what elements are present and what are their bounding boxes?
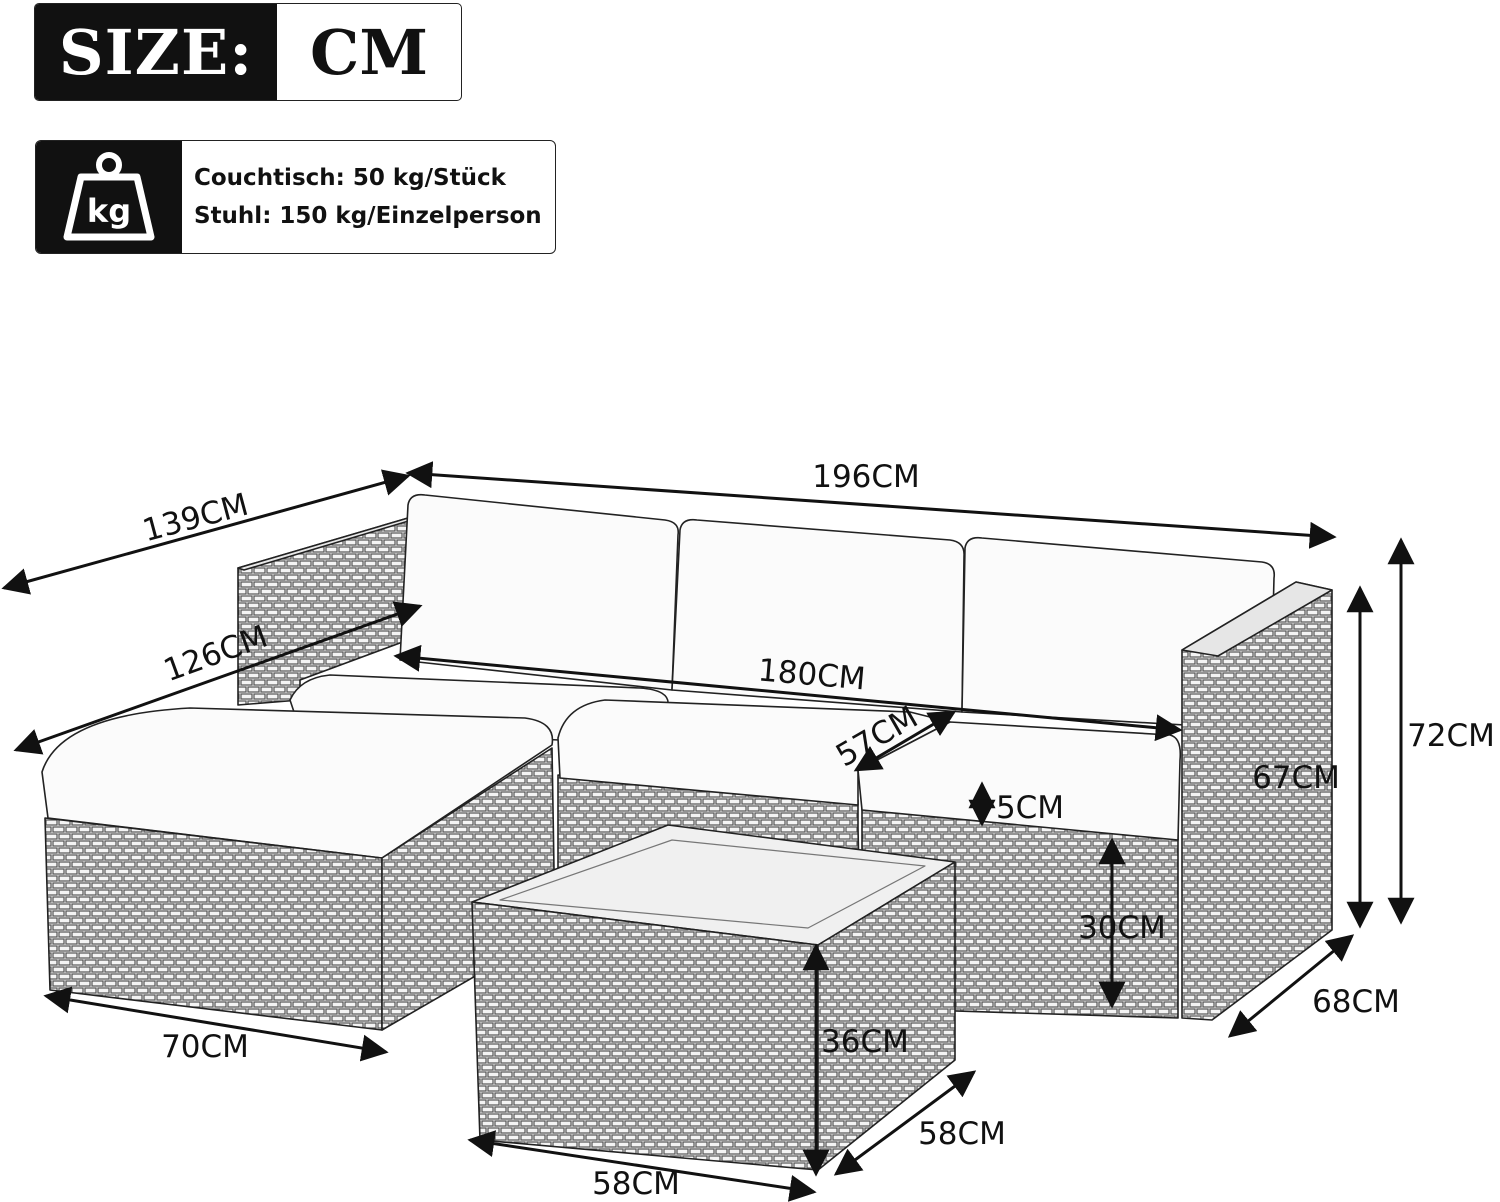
label-67: 67CM <box>1252 760 1340 796</box>
sofa <box>41 493 1333 1171</box>
dim-line-139 <box>1 469 411 595</box>
weight-capacity-box: kg Couchtisch: 50 kg/Stück Stuhl: 150 kg… <box>35 140 556 254</box>
dim-line-126 <box>13 601 423 755</box>
dim-line-196 <box>405 461 1337 549</box>
size-label: SIZE: <box>35 4 277 100</box>
label-196: 196CM <box>812 459 920 495</box>
dim-line-58-width <box>467 1130 817 1202</box>
label-30: 30CM <box>1078 910 1166 946</box>
label-68: 68CM <box>1312 984 1400 1020</box>
label-139: 139CM <box>139 487 252 550</box>
label-72: 72CM <box>1407 718 1495 754</box>
label-5: 5CM <box>996 790 1064 826</box>
weight-icon-cell: kg <box>36 141 182 253</box>
label-58-depth: 58CM <box>918 1116 1006 1152</box>
dim-line-180 <box>393 644 1183 742</box>
label-36: 36CM <box>821 1024 909 1060</box>
weight-text: Couchtisch: 50 kg/Stück Stuhl: 150 kg/Ei… <box>182 141 555 253</box>
dimension-lines <box>1 461 1415 1202</box>
coffee-table-front <box>471 901 819 1171</box>
dim-line-70 <box>43 986 389 1062</box>
dim-line-68 <box>1227 934 1355 1038</box>
dimension-labels: 196CM 139CM 126CM 180CM 57CM 5CM 67CM 72… <box>139 459 1495 1202</box>
kg-weight-icon: kg <box>63 152 155 241</box>
label-58-width: 58CM <box>592 1166 680 1202</box>
size-unit-banner: SIZE: CM <box>34 3 462 101</box>
table-capacity: Couchtisch: 50 kg/Stück <box>194 165 506 191</box>
chair-capacity: Stuhl: 150 kg/Einzelperson <box>194 203 542 229</box>
dim-line-58-depth <box>833 1070 977 1176</box>
label-70: 70CM <box>161 1029 249 1065</box>
kg-icon-label: kg <box>87 192 131 230</box>
size-unit: CM <box>310 15 428 89</box>
dim-line-57 <box>853 710 957 772</box>
